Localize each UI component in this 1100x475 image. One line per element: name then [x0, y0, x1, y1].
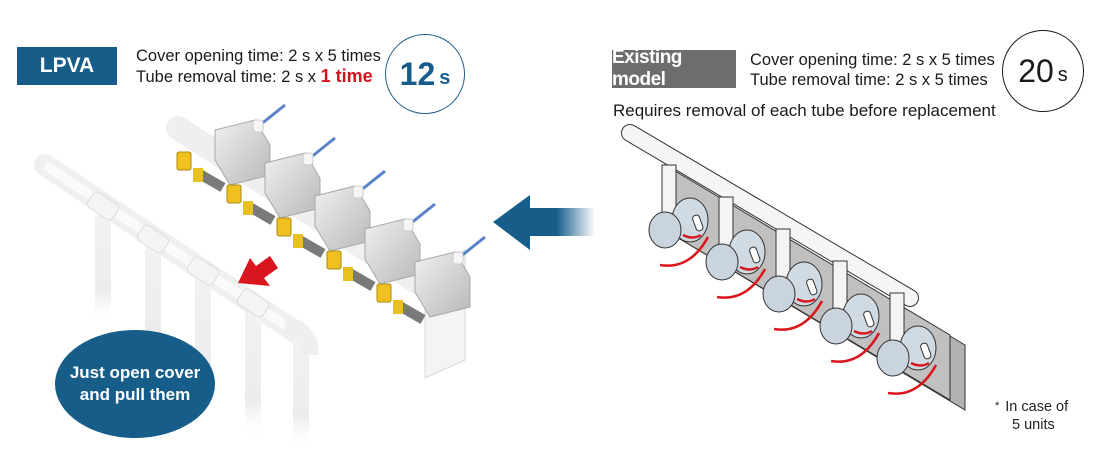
existing-unit	[876, 292, 938, 395]
callout-line-1: Just open cover	[69, 363, 201, 382]
asterisk-mark: *	[995, 400, 1000, 412]
yellow-lever-icon	[376, 283, 392, 303]
rotate-arrow-icon	[682, 233, 702, 239]
existing-unit	[705, 196, 767, 299]
rotate-arrow-icon	[659, 236, 710, 267]
footnote-line-1: In case of	[1005, 399, 1069, 415]
pull-arrow-icon	[238, 256, 278, 286]
yellow-lever-icon	[326, 250, 342, 270]
lpva-unit	[376, 235, 486, 324]
lpva-total-value: 12	[399, 55, 436, 92]
yellow-lever-icon	[176, 151, 192, 171]
lpva-unit-array	[166, 103, 486, 379]
lpva-timing-info: Cover opening time: 2 s x 5 times Tube r…	[136, 46, 381, 87]
existing-unit	[648, 164, 710, 267]
lpva-total-unit: s	[439, 66, 451, 89]
callout-line-2: and pull them	[79, 385, 191, 404]
lpva-tube-removal-highlight: 1 time	[320, 66, 373, 86]
comparison-arrow-icon	[493, 195, 595, 250]
existing-requirement-text: Requires removal of each tube before rep…	[613, 101, 996, 120]
existing-model-array	[621, 124, 966, 411]
existing-cover-opening-time: Cover opening time: 2 s x 5 times	[750, 51, 995, 69]
existing-tube-removal-time: Tube removal time: 2 s x 5 times	[750, 71, 988, 89]
rotate-arrow-icon	[830, 332, 881, 363]
rotate-arrow-icon	[887, 364, 938, 395]
existing-timing-info: Cover opening time: 2 s x 5 times Tube r…	[750, 50, 995, 90]
existing-total-value: 20	[1018, 52, 1054, 89]
lpva-unit	[226, 136, 336, 225]
footnote-line-2: 5 units	[1012, 417, 1055, 433]
units-footnote: * In case of 5 units	[995, 397, 1068, 434]
lpva-unit	[176, 103, 286, 192]
lpva-tube-removal-label: Tube removal time: 2 s x	[136, 68, 321, 86]
rotate-arrow-icon	[716, 268, 767, 299]
lpva-cover-opening-time: Cover opening time: 2 s x 5 times	[136, 47, 381, 65]
lpva-unit	[276, 169, 386, 258]
rotate-arrow-icon	[796, 297, 816, 303]
lpva-badge: LPVA	[17, 47, 117, 85]
yellow-lever-icon	[276, 217, 292, 237]
existing-unit	[762, 228, 824, 331]
rotate-arrow-icon	[853, 329, 873, 335]
rotate-arrow-icon	[739, 265, 759, 271]
lpva-callout-bubble: Just open cover and pull them	[55, 330, 215, 438]
existing-total-unit: s	[1057, 63, 1068, 86]
existing-unit	[819, 260, 881, 363]
existing-model-badge: Existing model	[612, 47, 736, 90]
rotate-arrow-icon	[773, 300, 824, 331]
yellow-lever-icon	[226, 184, 242, 204]
lpva-tube-removal-time: Tube removal time: 2 s x 1 time	[136, 66, 381, 87]
rotate-arrow-icon	[910, 361, 930, 367]
